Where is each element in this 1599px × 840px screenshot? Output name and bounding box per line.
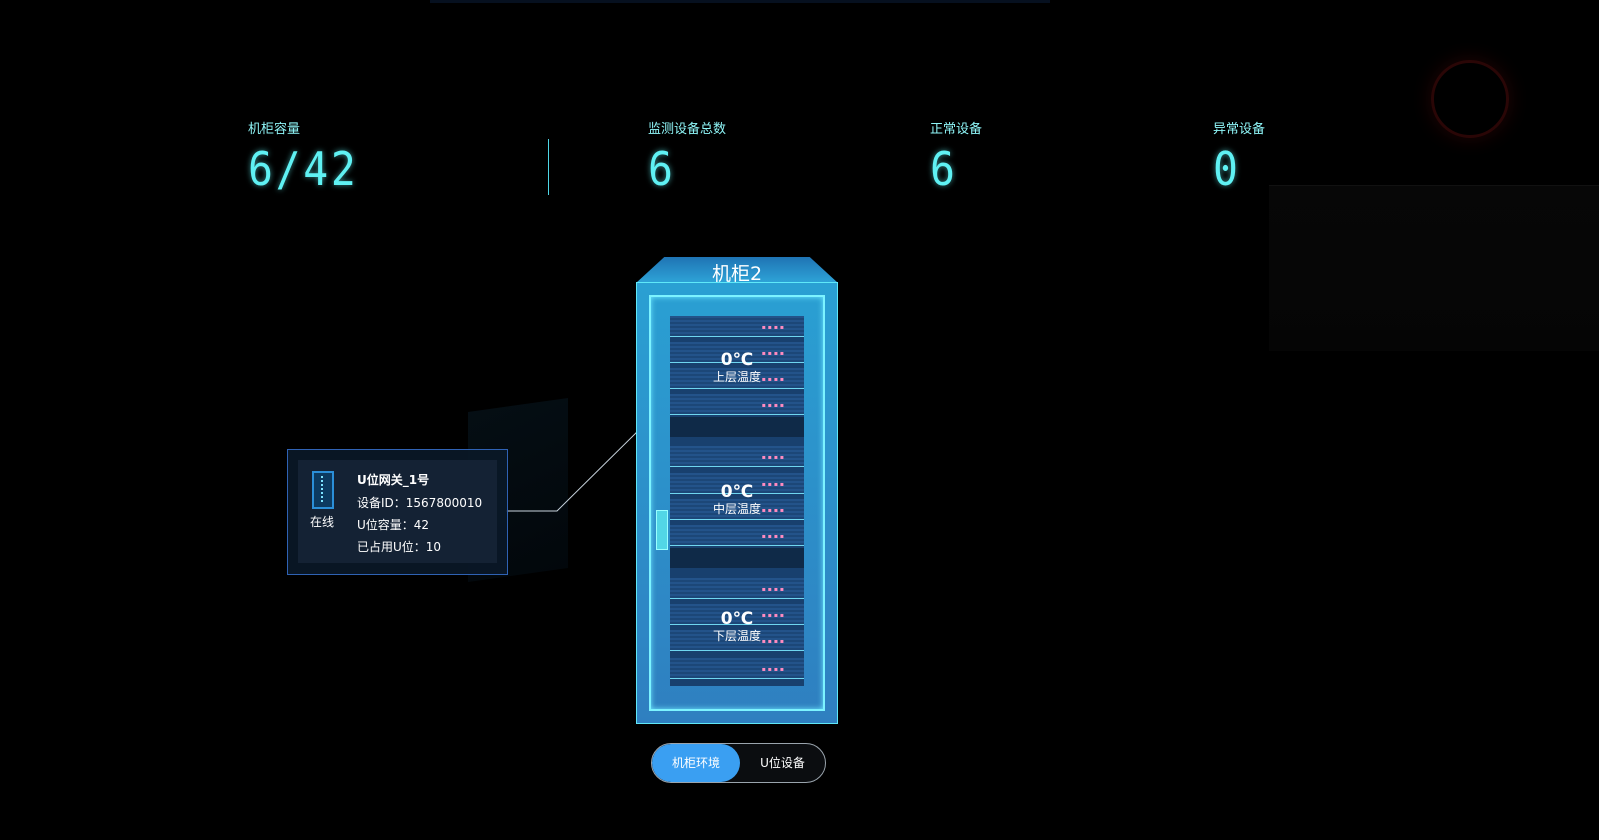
rack-empty-slot xyxy=(670,417,804,437)
temp-value: 0℃ xyxy=(720,482,754,502)
device-id: 设备ID：1567800010 xyxy=(357,496,483,510)
rack-unit[interactable]: ▪▪▪▪ xyxy=(670,473,804,494)
rack-unit[interactable]: ▪▪▪▪ xyxy=(670,604,804,625)
stat-value: 6 xyxy=(930,142,958,196)
rack-unit[interactable]: ▪▪▪▪ xyxy=(670,578,804,599)
stat-monitored-devices: 监测设备总数 6 xyxy=(648,118,726,195)
stat-divider xyxy=(548,139,549,195)
temp-label: 中层温度 xyxy=(712,502,761,516)
device-tooltip-body: 在线 U位网关_1号 设备ID：1567800010 U位容量：42 已占用U位… xyxy=(298,460,497,563)
stat-label: 监测设备总数 xyxy=(648,122,727,137)
rack-unit[interactable]: ▪▪▪▪ xyxy=(670,394,804,415)
cabinet-title: 机柜2 xyxy=(711,263,763,285)
temp-value: 0℃ xyxy=(720,609,754,629)
cabinet-roof xyxy=(636,257,838,283)
cabinet-door-handle xyxy=(656,510,668,550)
background-panel xyxy=(1269,185,1599,351)
rack-unit[interactable]: ▪▪▪▪ xyxy=(670,342,804,363)
toggle-cabinet-env[interactable]: 机柜环境 xyxy=(652,744,740,782)
background-alert-ring xyxy=(1431,60,1509,138)
rack-unit[interactable]: ▪▪▪▪ xyxy=(670,525,804,546)
rack-empty-slot xyxy=(670,548,804,568)
cabinet[interactable]: 机柜2 ▪▪▪▪ ▪▪▪▪ ▪▪▪▪ ▪▪▪▪ ▪▪▪▪ ▪▪▪▪ ▪▪▪▪ ▪… xyxy=(636,257,838,724)
rack-unit[interactable]: ▪▪▪▪ xyxy=(670,658,804,679)
device-status: 在线 xyxy=(310,515,335,529)
rack: ▪▪▪▪ ▪▪▪▪ ▪▪▪▪ ▪▪▪▪ ▪▪▪▪ ▪▪▪▪ ▪▪▪▪ ▪▪▪▪ … xyxy=(670,316,804,686)
temp-value: 0℃ xyxy=(720,350,754,370)
temp-label: 上层温度 xyxy=(712,370,761,384)
device-used: 已占用U位：10 xyxy=(357,540,442,554)
rack-unit[interactable]: ▪▪▪▪ xyxy=(670,446,804,467)
stat-value: 0 xyxy=(1213,142,1241,196)
rack-unit[interactable]: ▪▪▪▪ xyxy=(670,316,804,337)
temp-middle: 0℃ 中层温度 xyxy=(670,482,804,516)
rack-unit[interactable]: ▪▪▪▪ xyxy=(670,630,804,651)
rack-unit[interactable]: ▪▪▪▪ xyxy=(670,499,804,520)
rack-unit[interactable]: ▪▪▪▪ xyxy=(670,368,804,389)
background-bar xyxy=(430,0,1050,3)
cabinet-frame xyxy=(649,295,825,711)
stat-abnormal-devices: 异常设备 0 xyxy=(1213,118,1265,195)
toggle-u-devices[interactable]: U位设备 xyxy=(760,756,805,770)
stat-label: 正常设备 xyxy=(930,122,983,137)
stat-value: 6/42 xyxy=(248,142,359,196)
view-toggle: 机柜环境 U位设备 xyxy=(651,743,826,783)
gateway-icon xyxy=(312,471,334,509)
device-name: U位网关_1号 xyxy=(357,473,430,487)
stat-label: 机柜容量 xyxy=(248,122,301,137)
temp-lower: 0℃ 下层温度 xyxy=(670,609,804,643)
device-capacity: U位容量：42 xyxy=(357,518,430,532)
device-tooltip: 在线 U位网关_1号 设备ID：1567800010 U位容量：42 已占用U位… xyxy=(287,449,508,575)
temp-upper: 0℃ 上层温度 xyxy=(670,350,804,384)
stat-cabinet-capacity: 机柜容量 6/42 xyxy=(248,118,371,195)
stat-value: 6 xyxy=(648,142,676,196)
stat-normal-devices: 正常设备 6 xyxy=(930,118,982,195)
temp-label: 下层温度 xyxy=(712,629,761,643)
stat-label: 异常设备 xyxy=(1213,122,1266,137)
